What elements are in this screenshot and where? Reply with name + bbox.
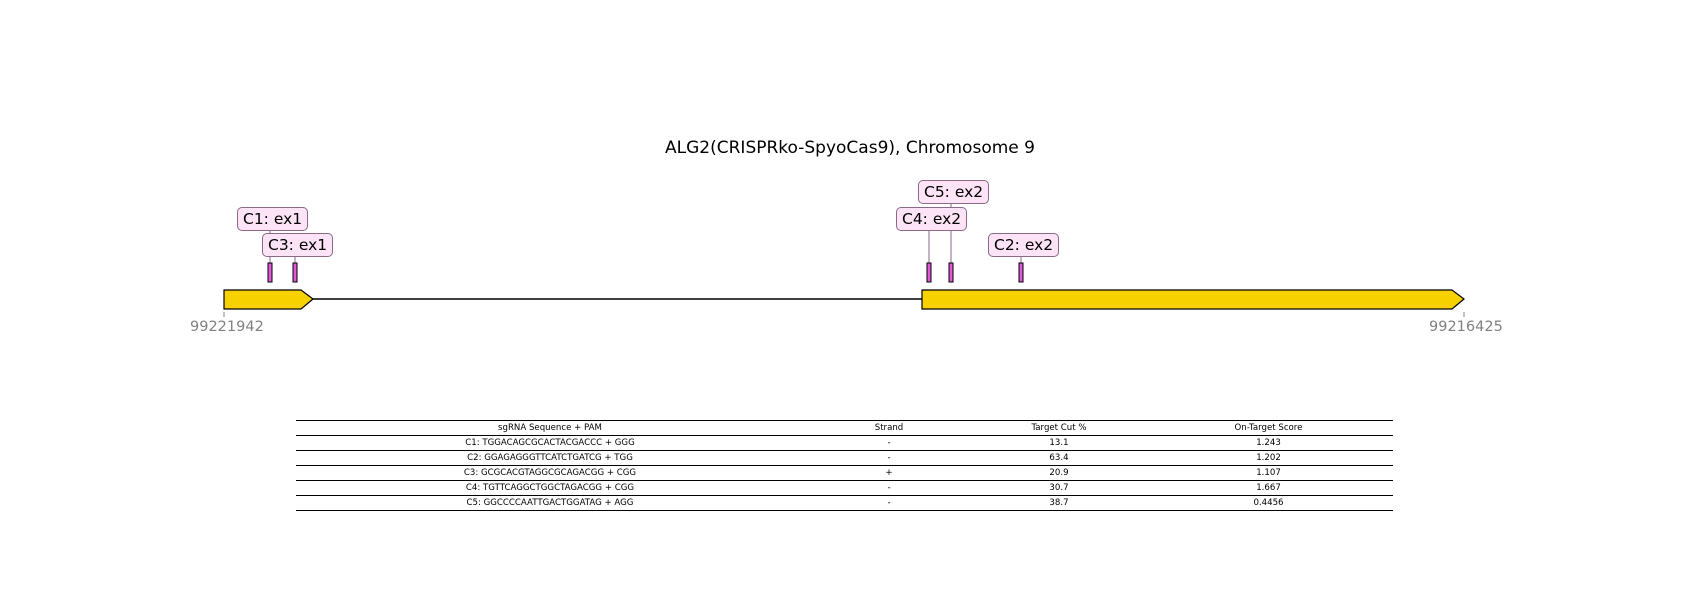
- guide-marker-c1: [267, 262, 273, 283]
- cell-score: 1.667: [1144, 480, 1393, 496]
- table-row: C2: GGAGAGGGTTCATCTGATCG + TGG - 63.4 1.…: [296, 450, 1393, 466]
- exon-1: [223, 289, 314, 310]
- guide-label-c1: C1: ex1: [237, 207, 309, 231]
- diagram-title: ALG2(CRISPRko-SpyoCas9), Chromosome 9: [665, 138, 1035, 158]
- table-row: C4: TGTTCAGGCTGGCTAGACGG + CGG - 30.7 1.…: [296, 480, 1393, 496]
- guide-marker-c5: [948, 262, 954, 283]
- header-target-cut: Target Cut %: [974, 420, 1144, 436]
- cell-target-cut: 63.4: [974, 450, 1144, 466]
- guide-table: sgRNA Sequence + PAM Strand Target Cut %…: [296, 420, 1393, 511]
- table-row: C5: GGCCCCAATTGACTGGATAG + AGG - 38.7 0.…: [296, 495, 1393, 511]
- table-row: C3: GCGCACGTAGGCGCAGACGG + CGG + 20.9 1.…: [296, 465, 1393, 481]
- header-on-target-score: On-Target Score: [1144, 420, 1393, 436]
- cell-strand: +: [804, 465, 974, 481]
- cell-sequence: C3: GCGCACGTAGGCGCAGACGG + CGG: [296, 465, 804, 481]
- header-sequence: sgRNA Sequence + PAM: [296, 420, 804, 436]
- guide-marker-c4: [926, 262, 932, 283]
- cell-sequence: C5: GGCCCCAATTGACTGGATAG + AGG: [296, 495, 804, 511]
- cell-sequence: C2: GGAGAGGGTTCATCTGATCG + TGG: [296, 450, 804, 466]
- cell-strand: -: [804, 495, 974, 511]
- guide-marker-c2: [1018, 262, 1024, 283]
- cell-target-cut: 13.1: [974, 435, 1144, 451]
- cell-sequence: C1: TGGACAGCGCACTACGACCC + GGG: [296, 435, 804, 451]
- header-strand: Strand: [804, 420, 974, 436]
- guide-label-c3: C3: ex1: [262, 233, 334, 257]
- table-row: C1: TGGACAGCGCACTACGACCC + GGG - 13.1 1.…: [296, 435, 1393, 451]
- guide-label-c4: C4: ex2: [896, 207, 968, 231]
- cell-score: 1.243: [1144, 435, 1393, 451]
- cell-strand: -: [804, 450, 974, 466]
- cell-strand: -: [804, 480, 974, 496]
- guide-label-c2: C2: ex2: [988, 233, 1060, 257]
- table-header-row: sgRNA Sequence + PAM Strand Target Cut %…: [296, 420, 1393, 436]
- cell-score: 0.4456: [1144, 495, 1393, 511]
- coordinate-left: 99221942: [190, 319, 264, 335]
- cell-target-cut: 38.7: [974, 495, 1144, 511]
- cell-score: 1.107: [1144, 465, 1393, 481]
- exon-2: [921, 289, 1465, 310]
- cell-strand: -: [804, 435, 974, 451]
- cell-score: 1.202: [1144, 450, 1393, 466]
- guide-marker-c3: [292, 262, 298, 283]
- coordinate-right: 99216425: [1429, 319, 1503, 335]
- cell-target-cut: 20.9: [974, 465, 1144, 481]
- cell-sequence: C4: TGTTCAGGCTGGCTAGACGG + CGG: [296, 480, 804, 496]
- guide-label-c5: C5: ex2: [918, 180, 990, 204]
- cell-target-cut: 30.7: [974, 480, 1144, 496]
